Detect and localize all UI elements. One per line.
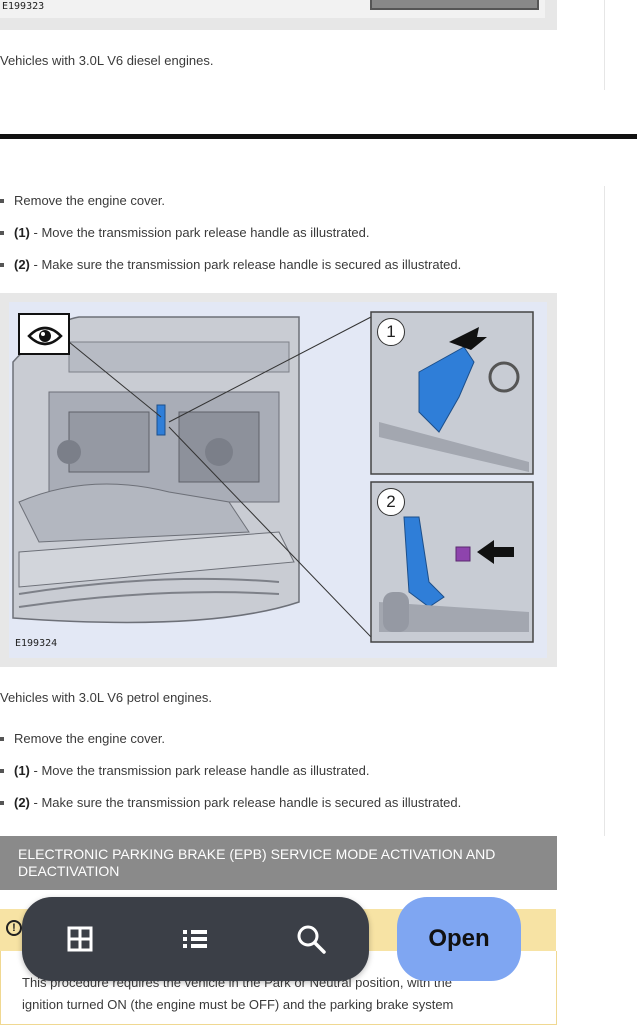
step-text: - Move the transmission park release han…: [29, 763, 370, 778]
step-b-2: (1) - Move the transmission park release…: [0, 763, 370, 778]
grid-icon[interactable]: [62, 921, 98, 957]
step-text: Remove the engine cover.: [14, 193, 166, 208]
figure-top-frame: E199323: [0, 0, 557, 30]
caution-text-line-2: ignition turned ON (the engine must be O…: [22, 997, 454, 1012]
step-b-3: (2) - Make sure the transmission park re…: [0, 795, 461, 810]
section-header-epb: ELECTRONIC PARKING BRAKE (EPB) SERVICE M…: [0, 836, 557, 890]
section-header-title: ELECTRONIC PARKING BRAKE (EPB) SERVICE M…: [18, 846, 496, 879]
bullet-icon: [0, 198, 4, 203]
search-icon[interactable]: [293, 921, 329, 957]
bullet-icon: [0, 736, 4, 741]
open-button-label: Open: [428, 925, 490, 952]
step-number: (1): [14, 763, 30, 778]
right-rule-2: [604, 186, 605, 836]
floating-toolbar: [22, 897, 369, 981]
step-a-3: (2) - Make sure the transmission park re…: [0, 257, 461, 272]
callout-2-label: 2: [386, 492, 396, 511]
section-divider: [0, 134, 637, 139]
step-text: - Make sure the transmission park releas…: [29, 257, 462, 272]
step-text: - Make sure the transmission park releas…: [29, 795, 462, 810]
step-text: Remove the engine cover.: [14, 731, 166, 746]
figure-top-image-edge: [370, 0, 539, 10]
figure-top-caption: E199323: [2, 1, 45, 12]
open-button[interactable]: Open: [397, 897, 521, 981]
callout-1: 1: [377, 318, 405, 346]
list-icon[interactable]: [177, 921, 213, 957]
step-b-1: Remove the engine cover.: [0, 731, 165, 746]
engine-illustration: [12, 311, 534, 643]
figure-main-inner: 1 2 E199324: [9, 302, 547, 658]
caution-icon: !: [6, 920, 22, 936]
callout-1-label: 1: [386, 322, 396, 341]
step-a-1: Remove the engine cover.: [0, 193, 165, 208]
step-number: (2): [14, 795, 30, 810]
text-petrol: Vehicles with 3.0L V6 petrol engines.: [0, 690, 212, 705]
step-number: (2): [14, 257, 30, 272]
step-number: (1): [14, 225, 30, 240]
step-text: - Move the transmission park release han…: [29, 225, 370, 240]
bullet-icon: [0, 262, 4, 267]
bullet-icon: [0, 768, 4, 773]
eye-icon: [27, 324, 63, 348]
text-diesel: Vehicles with 3.0L V6 diesel engines.: [0, 53, 214, 68]
step-a-2: (1) - Move the transmission park release…: [0, 225, 370, 240]
callout-2: 2: [377, 488, 405, 516]
bullet-icon: [0, 800, 4, 805]
figure-main-frame: 1 2 E199324: [0, 293, 557, 667]
bullet-icon: [0, 230, 4, 235]
figure-main-caption: E199324: [15, 638, 58, 649]
right-rule-1: [604, 0, 605, 90]
figure-top-inner: E199323: [0, 0, 545, 18]
